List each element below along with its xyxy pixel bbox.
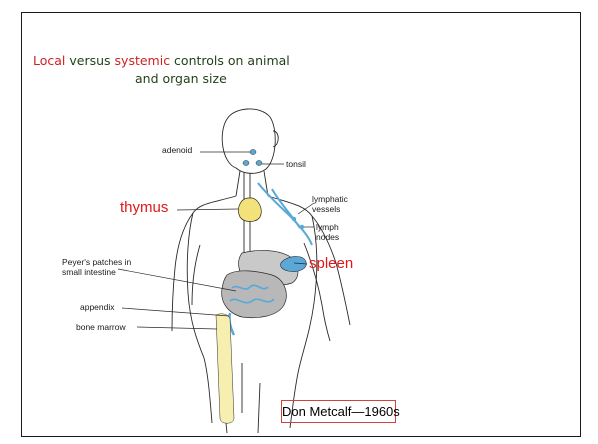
bone-marrow-leader bbox=[137, 327, 217, 329]
label-lymph-nodes: lymph nodes bbox=[316, 222, 339, 242]
lymph-node-shape bbox=[292, 217, 296, 221]
lymphatic-vessel-shape bbox=[258, 183, 312, 245]
label-spleen: spleen bbox=[309, 255, 353, 272]
small-intestine-shape bbox=[222, 271, 287, 318]
label-lymphatic-vessels-line-2: vessels bbox=[312, 204, 348, 214]
neck-outline bbox=[236, 171, 268, 196]
label-lymph-nodes-line-2: nodes bbox=[316, 232, 339, 242]
adenoid-shape bbox=[250, 150, 256, 155]
label-lymphatic-vessels-line-1: lymphatic bbox=[312, 194, 348, 204]
label-lymphatic-vessels: lymphatic vessels bbox=[312, 194, 348, 214]
label-peyers-patches-line-2: small intestine bbox=[62, 267, 131, 277]
label-peyers-patches-line-1: Peyer's patches in bbox=[62, 257, 131, 267]
label-tonsil: tonsil bbox=[286, 159, 306, 169]
lymph-node-shape bbox=[300, 225, 304, 229]
label-peyers-patches: Peyer's patches in small intestine bbox=[62, 257, 131, 277]
label-lymph-nodes-line-1: lymph bbox=[316, 222, 339, 232]
slide: Local versus systemic controls on animal… bbox=[21, 12, 581, 437]
credit-caption: Don Metcalf—1960s bbox=[281, 400, 396, 423]
tonsil-shape-left bbox=[243, 161, 249, 166]
label-thymus: thymus bbox=[120, 199, 168, 216]
label-bone-marrow: bone marrow bbox=[76, 322, 126, 332]
peyers-patches-leader bbox=[118, 269, 236, 291]
label-appendix: appendix bbox=[80, 302, 115, 312]
tonsil-shape-right bbox=[256, 161, 262, 166]
thymus-shape bbox=[238, 198, 261, 222]
appendix-leader bbox=[122, 308, 229, 316]
thymus-leader bbox=[177, 209, 238, 210]
label-adenoid: adenoid bbox=[162, 145, 192, 155]
lymphatic-system-illustration bbox=[22, 13, 580, 436]
